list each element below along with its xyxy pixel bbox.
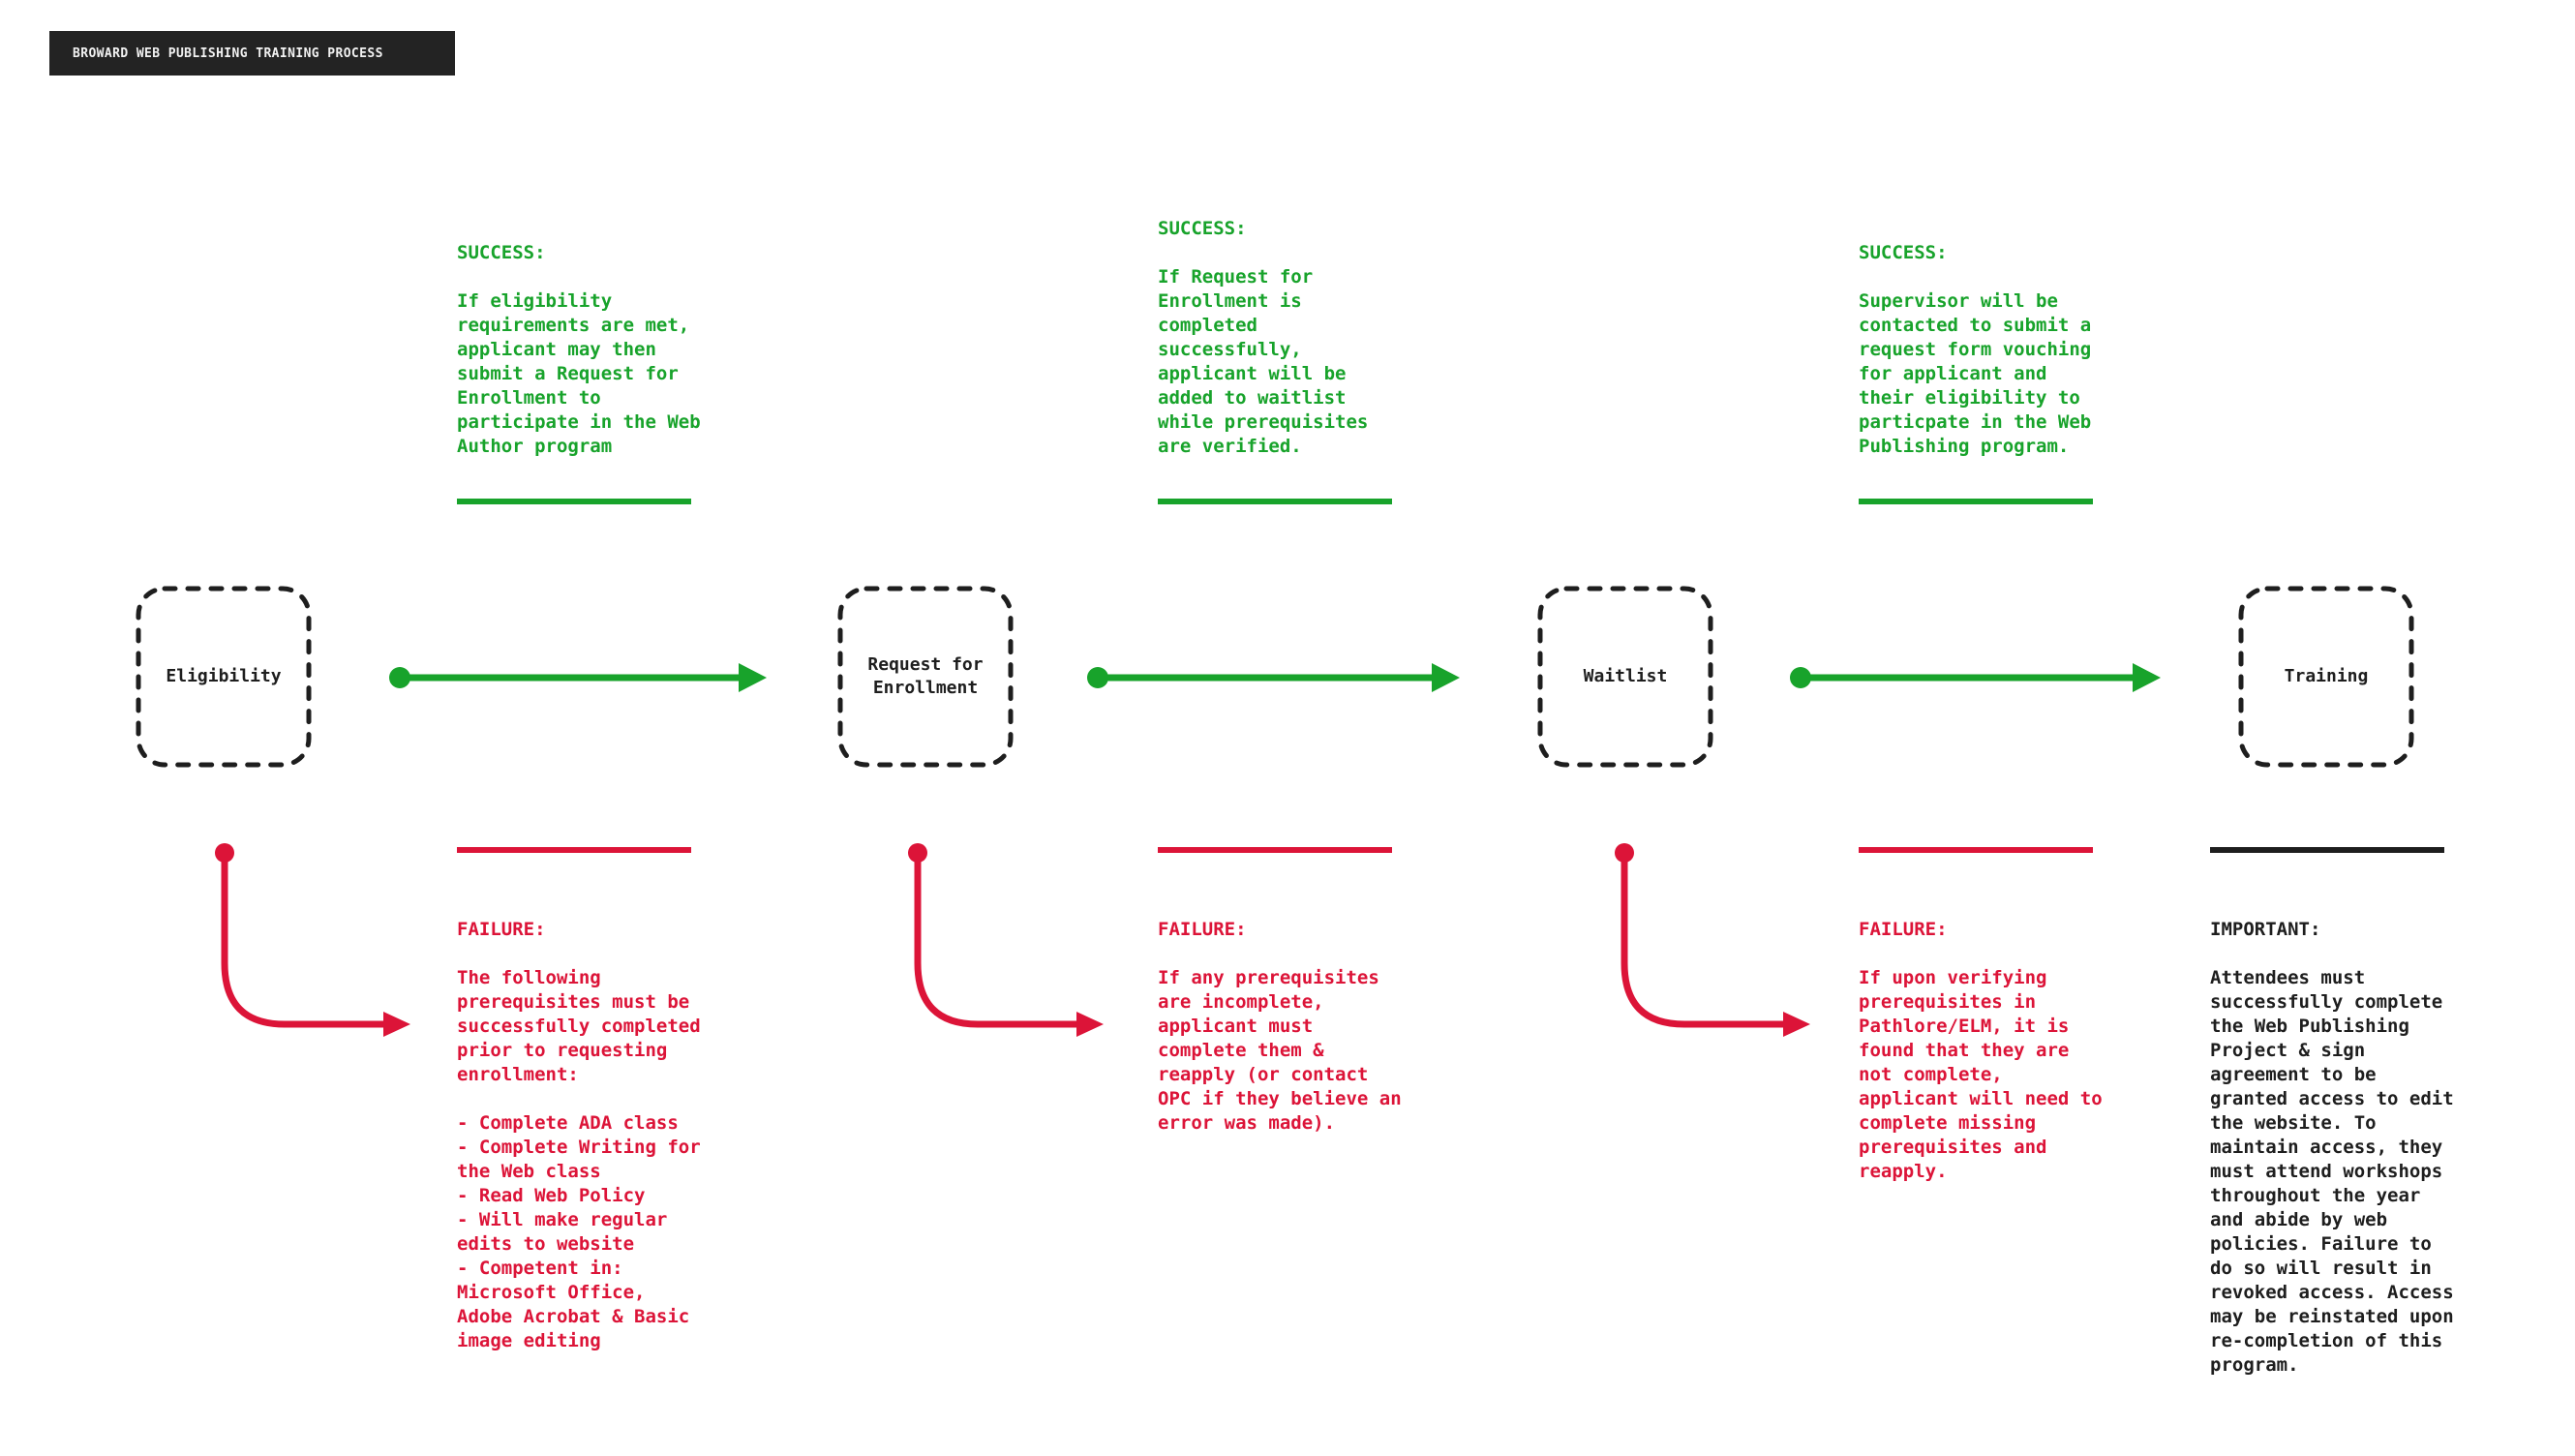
failure-heading: FAILURE: xyxy=(1158,919,1247,940)
diagram-title: BROWARD WEB PUBLISHING TRAINING PROCESS xyxy=(49,31,455,76)
failure-body: If any prerequisites are incomplete, app… xyxy=(1158,967,1402,1134)
arrow-waitlist-failure xyxy=(1615,843,1810,1037)
node-training: Training xyxy=(2238,586,2414,768)
important-note: IMPORTANT: Attendees must successfully c… xyxy=(2210,918,2481,1378)
arrow-request-failure xyxy=(908,843,1104,1037)
node-label: Request for Enrollment xyxy=(867,654,984,698)
failure-body: If upon verifying prerequisites in Pathl… xyxy=(1859,967,2103,1182)
arrow-eligibility-failure xyxy=(215,843,410,1037)
success-heading: SUCCESS: xyxy=(1158,218,1247,239)
dashed-border xyxy=(136,586,312,768)
node-label: Waitlist xyxy=(1583,666,1668,686)
node-request-for-enrollment: Request for Enrollment xyxy=(837,586,1014,768)
node-waitlist: Waitlist xyxy=(1537,586,1713,768)
failure-divider-3 xyxy=(1859,847,2093,853)
success-heading: SUCCESS: xyxy=(457,242,546,263)
success-note-waitlist: SUCCESS: Supervisor will be contacted to… xyxy=(1859,241,2130,459)
success-divider-3 xyxy=(1859,499,2093,504)
failure-note-request: FAILURE: If any prerequisites are incomp… xyxy=(1158,918,1429,1136)
success-divider-1 xyxy=(457,499,691,504)
arrow-eligibility-to-request xyxy=(389,663,767,692)
node-eligibility: Eligibility xyxy=(136,586,312,768)
failure-heading: FAILURE: xyxy=(457,919,546,940)
important-body: Attendees must successfully complete the… xyxy=(2210,967,2454,1376)
arrow-waitlist-to-training xyxy=(1790,663,2161,692)
failure-divider-2 xyxy=(1158,847,1392,853)
dashed-border xyxy=(1537,586,1713,768)
success-note-eligibility: SUCCESS: If eligibility requirements are… xyxy=(457,241,728,459)
arrow-request-to-waitlist xyxy=(1087,663,1460,692)
failure-note-eligibility: FAILURE: The following prerequisites mus… xyxy=(457,918,728,1353)
important-divider xyxy=(2210,847,2444,853)
important-heading: IMPORTANT: xyxy=(2210,919,2321,940)
failure-body: The following prerequisites must be succ… xyxy=(457,967,701,1351)
failure-heading: FAILURE: xyxy=(1859,919,1948,940)
success-heading: SUCCESS: xyxy=(1859,242,1948,263)
node-label: Training xyxy=(2284,666,2369,686)
success-body: Supervisor will be contacted to submit a… xyxy=(1859,290,2092,457)
success-note-request: SUCCESS: If Request for Enrollment is co… xyxy=(1158,217,1429,459)
failure-divider-1 xyxy=(457,847,691,853)
failure-note-waitlist: FAILURE: If upon verifying prerequisites… xyxy=(1859,918,2130,1184)
success-body: If Request for Enrollment is completed s… xyxy=(1158,266,1369,457)
dashed-border xyxy=(837,586,1014,768)
success-divider-2 xyxy=(1158,499,1392,504)
success-body: If eligibility requirements are met, app… xyxy=(457,290,701,457)
node-label: Eligibility xyxy=(166,666,282,686)
dashed-border xyxy=(2238,586,2414,768)
